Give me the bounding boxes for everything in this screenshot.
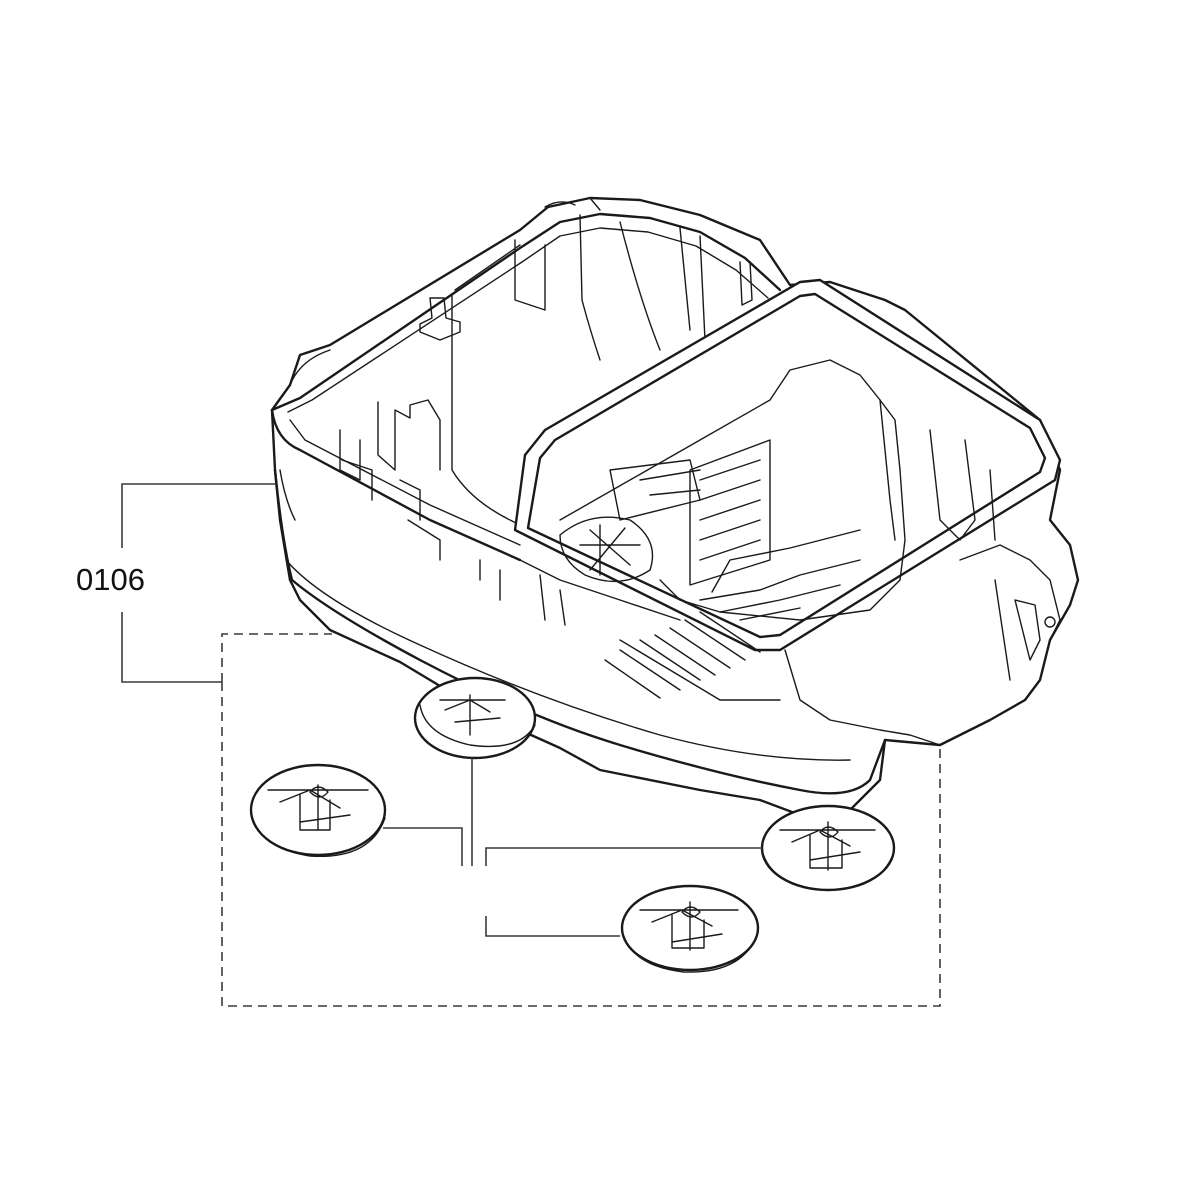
motor-bay-grille bbox=[689, 439, 771, 586]
front-cavity-floor-slats bbox=[604, 611, 761, 699]
rear-partition-wall bbox=[451, 294, 521, 526]
dust-bag-frame bbox=[513, 278, 1062, 652]
foot-rear-left bbox=[413, 676, 537, 760]
foot-front-right bbox=[760, 804, 896, 892]
rear-inner-ribs bbox=[679, 227, 753, 341]
foot-front-left bbox=[249, 763, 387, 858]
feet-group-dashed-box bbox=[221, 633, 941, 1007]
part-number-label: 0106 bbox=[76, 562, 145, 597]
left-inner-brackets bbox=[339, 399, 441, 561]
label-bracket-lower bbox=[121, 612, 222, 683]
housing-front-bevel bbox=[285, 559, 851, 761]
post-pin bbox=[419, 297, 461, 341]
center-base-details bbox=[479, 559, 781, 701]
rear-compartment-rim-inner bbox=[287, 227, 769, 413]
left-rim-edge bbox=[270, 408, 522, 562]
dust-bag-frame-inner bbox=[526, 292, 1047, 639]
rear-compartment-rim bbox=[270, 212, 782, 412]
rear-inner-back-wall bbox=[454, 214, 661, 361]
vacuum-housing-base bbox=[270, 196, 1080, 817]
front-cavity-ribs bbox=[699, 399, 996, 621]
right-side-wall bbox=[784, 544, 1061, 746]
left-rim-edge-inner bbox=[289, 419, 521, 546]
foot-bottom bbox=[620, 884, 760, 973]
foot-leader-lines bbox=[383, 758, 762, 937]
rear-bumper-lug bbox=[279, 197, 601, 521]
label-bracket-upper bbox=[121, 483, 275, 548]
right-side-screw bbox=[1044, 616, 1056, 628]
